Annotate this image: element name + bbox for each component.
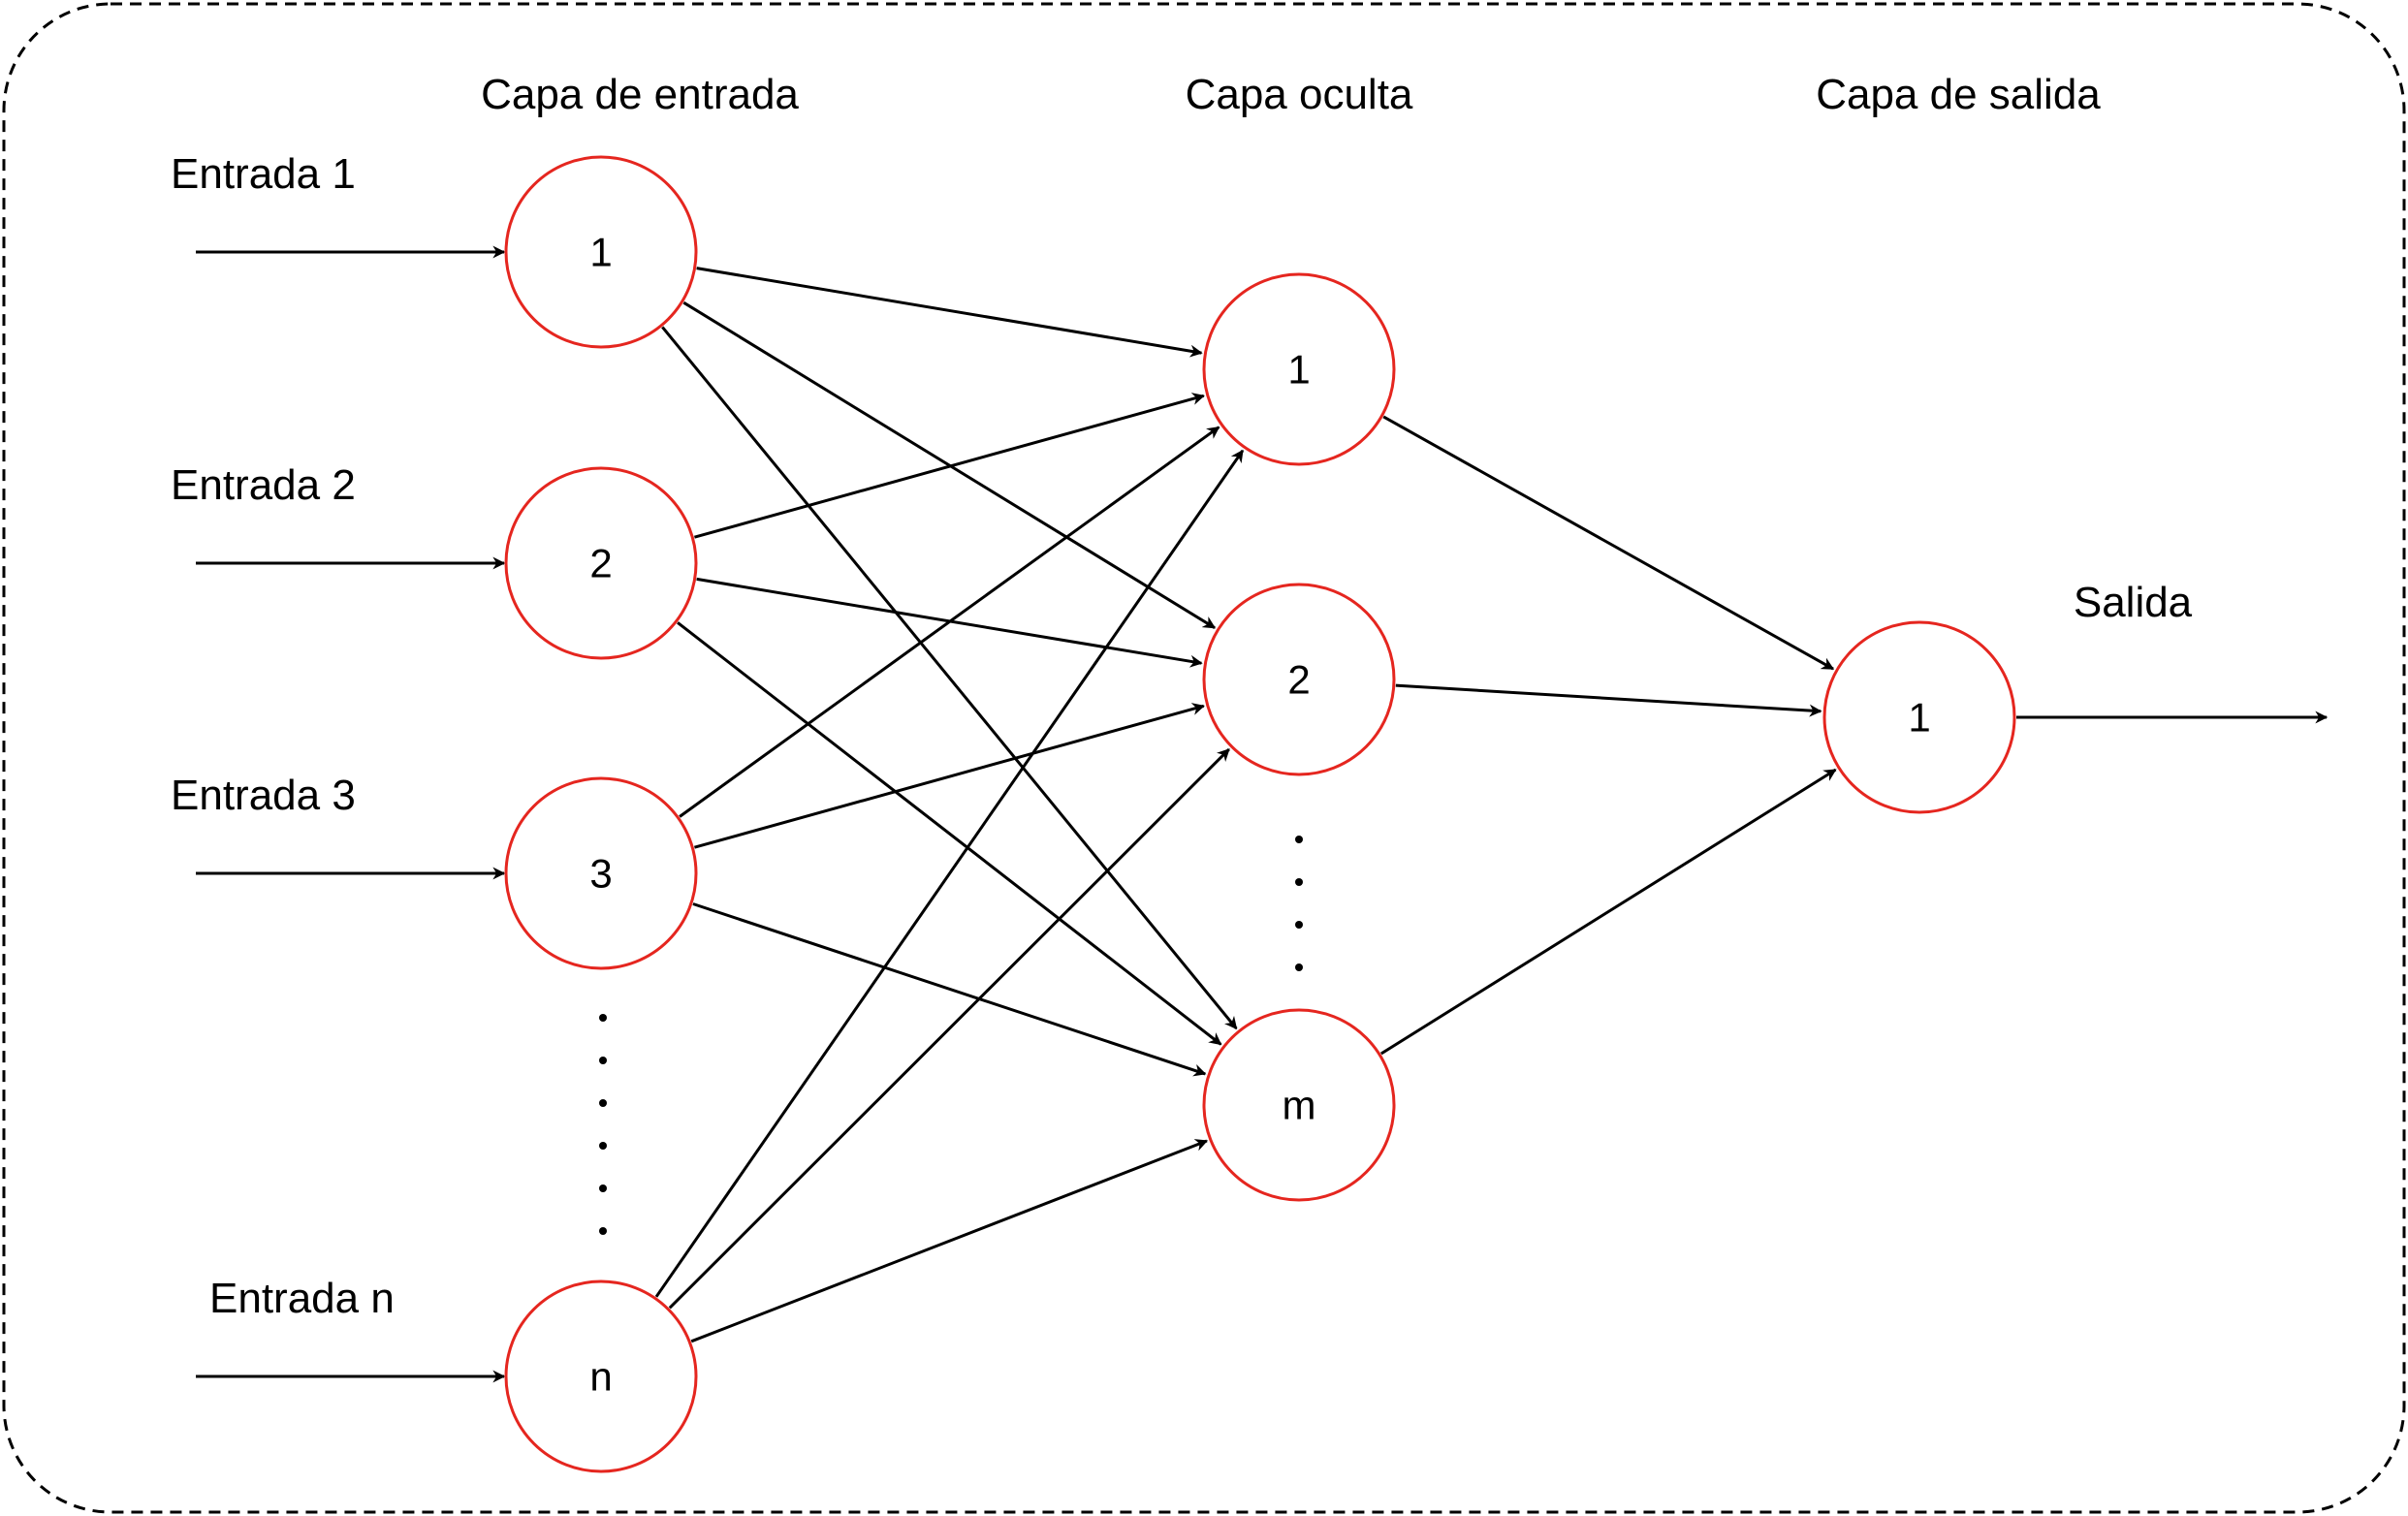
input-neuron-n: n	[504, 1279, 698, 1473]
hidden-neuron-2: 2	[1202, 583, 1396, 776]
edge-in3-h1	[679, 426, 1220, 818]
edge-in3-hm	[692, 902, 1207, 1077]
edge-in3-h2	[693, 703, 1205, 849]
header-hidden-layer: Capa oculta	[1186, 71, 1413, 118]
input-label-2: Entrada 2	[171, 461, 356, 509]
hidden-neuron-2-label: 2	[1287, 657, 1310, 703]
edge-h2-o1	[1395, 683, 1822, 717]
edge-hm-o1	[1380, 768, 1837, 1056]
input-neuron-1: 1	[504, 155, 698, 349]
input-neuron-3: 3	[504, 776, 698, 970]
edge-in2-h1	[693, 393, 1205, 539]
output-neuron-1-label: 1	[1908, 695, 1930, 741]
hidden-neuron-m: m	[1202, 1008, 1396, 1202]
edge-in2-hm	[677, 621, 1222, 1046]
edge-in1-h1	[696, 267, 1203, 358]
input-layer-ellipsis	[599, 1014, 607, 1235]
input-neuron-2-label: 2	[589, 541, 612, 586]
input-neuron-1-label: 1	[589, 230, 612, 275]
output-label: Salida	[2074, 579, 2193, 626]
output-neuron-1: 1	[1822, 620, 2016, 814]
input-label-n: Entrada n	[209, 1275, 395, 1322]
edge-inn-h2	[668, 748, 1230, 1310]
header-input-layer: Capa de entrada	[481, 71, 799, 118]
input-neuron-2: 2	[504, 466, 698, 660]
input-label-1: Entrada 1	[171, 150, 356, 198]
hidden-neuron-m-label: m	[1283, 1083, 1316, 1128]
edge-inn-hm	[690, 1139, 1209, 1343]
header-output-layer: Capa de salida	[1816, 71, 2101, 118]
edge-inn-h1	[654, 449, 1245, 1298]
hidden-layer-ellipsis	[1295, 836, 1303, 971]
input-neuron-n-label: n	[589, 1354, 612, 1400]
hidden-neuron-1: 1	[1202, 272, 1396, 466]
edge-h1-o1	[1382, 415, 1835, 671]
hidden-neuron-1-label: 1	[1287, 347, 1310, 393]
input-neuron-3-label: 3	[589, 851, 612, 897]
connections	[654, 267, 1837, 1343]
edge-in1-hm	[661, 326, 1238, 1030]
input-label-3: Entrada 3	[171, 772, 356, 819]
